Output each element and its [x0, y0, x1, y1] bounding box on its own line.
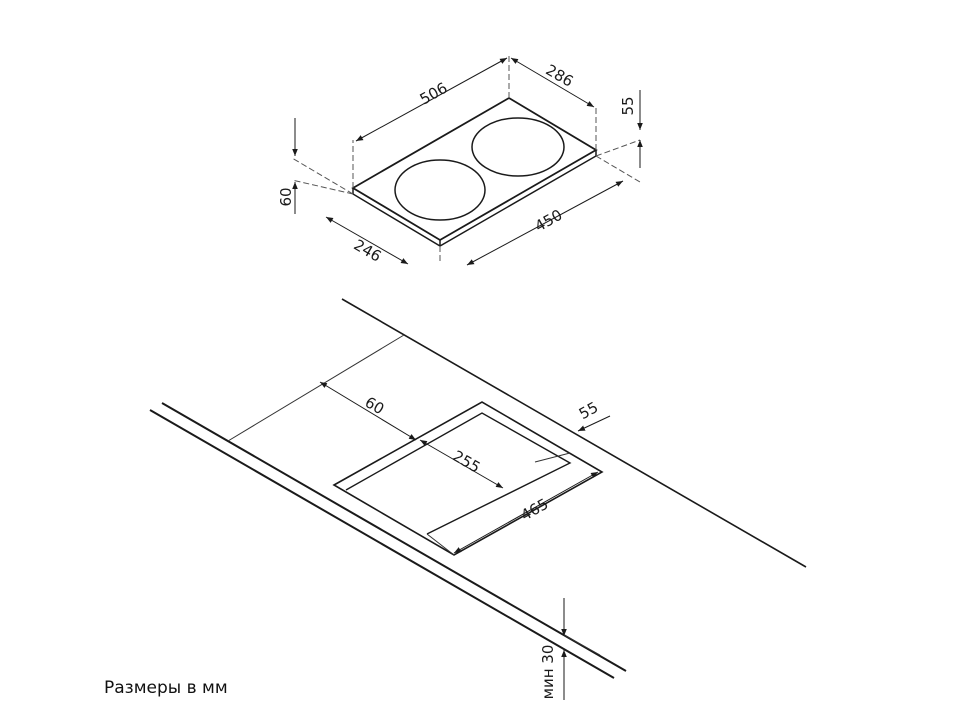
- hob-dimension-lines: [292, 57, 643, 266]
- countertop-drawing: [149, 298, 807, 679]
- label-edge-height: 60: [277, 187, 295, 206]
- dim-line-246: [325, 216, 409, 265]
- units-caption: Размеры в мм: [104, 678, 228, 698]
- dim-line-506: [355, 57, 508, 142]
- dim-line-55-cutout: [577, 415, 611, 432]
- label-width-top: 506: [417, 79, 451, 109]
- countertop-back-edge: [341, 298, 807, 568]
- label-top-thickness: 55: [619, 96, 637, 115]
- burner-right: [471, 117, 565, 177]
- dim-line-60-cutout: [319, 381, 417, 441]
- dim-line-286: [510, 57, 595, 108]
- label-cutout-width: 465: [518, 495, 552, 525]
- dim-line-465: [453, 471, 599, 554]
- countertop-front-edge-bottom: [149, 409, 615, 679]
- countertop-dimension-lines: [319, 381, 611, 700]
- cutout-outer: [332, 401, 604, 556]
- hob-drawing: [291, 55, 641, 262]
- label-width-bottom: 450: [532, 206, 566, 236]
- label-min-thickness: мин 30: [539, 645, 557, 700]
- label-depth-bottom: 246: [351, 236, 385, 266]
- dim-line-450: [466, 180, 624, 266]
- label-offset-front: 60: [362, 393, 388, 418]
- label-offset-back: 55: [576, 398, 601, 423]
- countertop-front-edge-top: [161, 402, 627, 672]
- countertop-extension-lines: [227, 334, 601, 656]
- label-cutout-depth: 255: [450, 447, 484, 477]
